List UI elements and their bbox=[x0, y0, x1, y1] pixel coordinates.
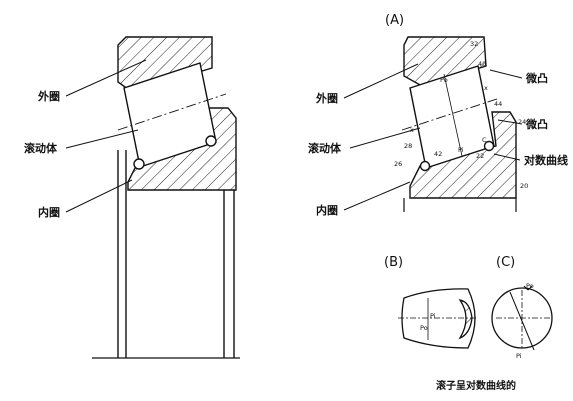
detail-c-po: Po bbox=[526, 282, 534, 290]
caption: 滚子呈对数曲线的 bbox=[436, 379, 516, 392]
right-label-outer-ring: 外圈 bbox=[315, 91, 338, 105]
left-shaft-right bbox=[223, 190, 235, 358]
left-label-outer-ring: 外圈 bbox=[37, 89, 60, 103]
left-shaft-left bbox=[117, 150, 127, 358]
ref-32: 32 bbox=[470, 40, 478, 48]
detail-b-po: Po bbox=[420, 324, 428, 332]
ref-40: 40 bbox=[478, 60, 486, 68]
ref-24: 24 bbox=[518, 118, 526, 126]
ref-42: 42 bbox=[434, 150, 442, 158]
right-label-log-curve: 对数曲线 bbox=[524, 153, 568, 167]
right-label-inner-ring: 内圈 bbox=[316, 203, 338, 217]
right-label-roller: 滚动体 bbox=[308, 141, 342, 155]
ref-20: 20 bbox=[520, 182, 528, 190]
detail-c-circle bbox=[491, 285, 553, 351]
detail-b-pi: Pi bbox=[430, 312, 436, 320]
panel-label-c: (C) bbox=[496, 255, 515, 270]
ref-44: 44 bbox=[494, 100, 502, 108]
letter-x2: x bbox=[410, 126, 414, 134]
left-bearing bbox=[65, 36, 240, 359]
detail-c-pi: Pi bbox=[516, 352, 522, 360]
ref-26: 26 bbox=[394, 160, 402, 168]
right-label-crown-mid: 微凸 bbox=[525, 117, 548, 131]
panel-label-a: (A) bbox=[385, 13, 404, 28]
ref-28: 28 bbox=[404, 142, 412, 150]
left-roller-end-top bbox=[205, 135, 217, 147]
right-bearing bbox=[343, 36, 523, 212]
left-label-roller: 滚动体 bbox=[24, 141, 58, 155]
left-roller-end-bottom bbox=[133, 158, 145, 170]
letter-po: Po bbox=[440, 76, 448, 84]
letter-pi: Pi bbox=[458, 146, 464, 154]
ref-22: 22 bbox=[476, 152, 484, 160]
letter-c: C bbox=[482, 136, 487, 144]
letter-x: x bbox=[484, 84, 488, 92]
detail-b-roller bbox=[398, 288, 476, 349]
left-label-inner-ring: 内圈 bbox=[38, 205, 60, 219]
right-label-crown-top: 微凸 bbox=[525, 71, 548, 85]
panel-label-b: (B) bbox=[384, 255, 403, 270]
